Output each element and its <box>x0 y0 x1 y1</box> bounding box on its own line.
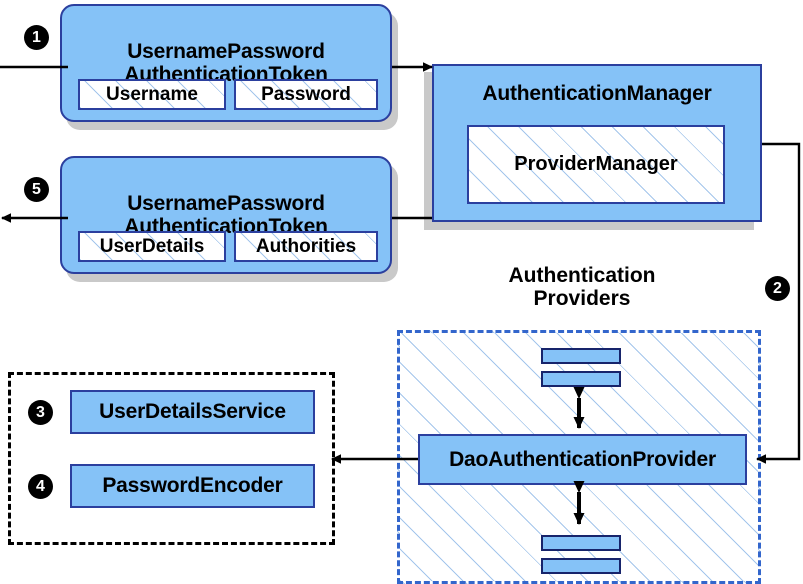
request-token-field-username-label: Username <box>106 83 198 105</box>
user-details-service-box[interactable]: UserDetailsService <box>70 390 315 434</box>
request-token-field-username[interactable]: Username <box>78 79 226 110</box>
arrow-manager-to-provider <box>756 142 801 464</box>
password-encoder-box[interactable]: PasswordEncoder <box>70 464 315 508</box>
step-4-badge: 4 <box>28 474 53 499</box>
provider-manager-label: ProviderManager <box>514 153 678 175</box>
provider-placeholder-top-2[interactable] <box>541 371 621 387</box>
request-token-field-password[interactable]: Password <box>234 79 378 110</box>
authentication-providers-title-line2: Providers <box>533 287 631 311</box>
response-token-title-line1: UsernamePassword <box>127 192 325 216</box>
response-token-field-userdetails[interactable]: UserDetails <box>78 231 226 262</box>
step-1-badge-number: 1 <box>32 28 41 46</box>
request-token-title-line1: UsernamePassword <box>127 40 325 64</box>
user-details-service-label: UserDetailsService <box>99 400 286 423</box>
response-token-field-authorities-label: Authorities <box>255 235 357 257</box>
step-2-badge: 2 <box>765 276 790 301</box>
response-token-field-userdetails-label: UserDetails <box>99 235 205 257</box>
dao-authentication-provider-box[interactable]: DaoAuthenticationProvider <box>418 434 747 485</box>
authentication-providers-title: Authentication Providers <box>462 264 702 310</box>
provider-manager-box[interactable]: ProviderManager <box>467 125 725 204</box>
step-5-badge: 5 <box>24 177 49 202</box>
provider-placeholder-bottom-1[interactable] <box>541 535 621 551</box>
authentication-manager-title: AuthenticationManager <box>482 82 712 105</box>
step-2-badge-number: 2 <box>773 279 782 297</box>
step-4-badge-number: 4 <box>36 477 45 495</box>
response-token-field-authorities[interactable]: Authorities <box>234 231 378 262</box>
step-5-badge-number: 5 <box>32 180 41 198</box>
step-1-badge: 1 <box>24 25 49 50</box>
authentication-providers-title-line1: Authentication <box>508 264 656 287</box>
step-3-badge-number: 3 <box>36 403 45 421</box>
provider-placeholder-bottom-2[interactable] <box>541 558 621 574</box>
password-encoder-label: PasswordEncoder <box>102 474 283 497</box>
dao-authentication-provider-label: DaoAuthenticationProvider <box>449 447 716 471</box>
step-3-badge: 3 <box>28 400 53 425</box>
request-token-field-password-label: Password <box>261 83 351 105</box>
provider-placeholder-top-1[interactable] <box>541 348 621 364</box>
